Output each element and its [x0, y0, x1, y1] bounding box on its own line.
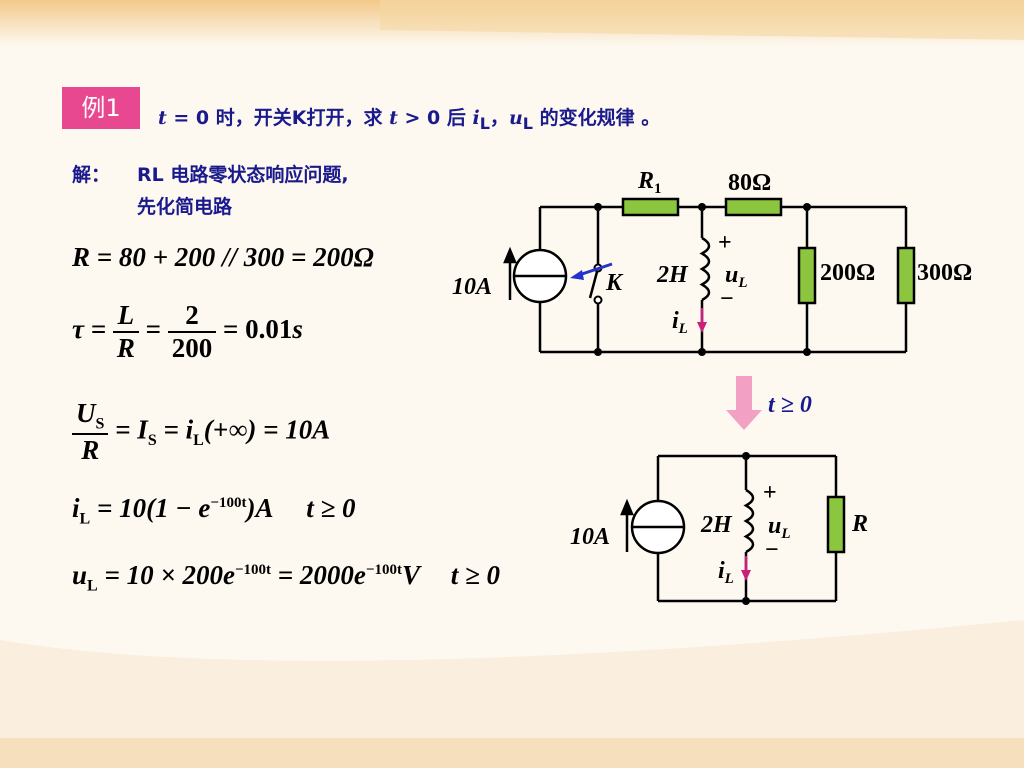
title-i-sub: L	[479, 113, 490, 133]
eq3-den: R	[81, 435, 100, 466]
c2-minus: −	[765, 537, 779, 563]
eq2-f1-den: R	[116, 333, 135, 363]
title-p2: > 0 后	[397, 107, 473, 129]
title-p3: ，	[489, 107, 509, 129]
c1-il-arrowhead	[697, 322, 707, 333]
c1-resistor-r1	[621, 197, 680, 217]
c2-ul-label: uL	[768, 513, 791, 542]
c1-ul-label: uL	[725, 262, 748, 291]
eq4-lhs: i	[72, 493, 80, 523]
title-u-sub: L	[522, 113, 533, 133]
c1-node	[803, 203, 811, 211]
eq5-tail: V	[401, 560, 420, 590]
eq5-mid: = 2000e	[277, 560, 366, 590]
solution-line2: 先化简电路	[137, 196, 233, 218]
c1-r80-label: 80Ω	[728, 170, 771, 196]
problem-statement: t = 0 时，开关K打开，求 t > 0 后 iL，uL 的变化规律 。	[158, 103, 660, 133]
c1-node	[594, 348, 602, 356]
solution-label: 解：	[72, 164, 111, 186]
title-t1: t	[158, 107, 167, 129]
title-u: u	[508, 107, 523, 129]
equation-il: iL = 10(1 − e−100t)A t ≥ 0	[72, 493, 356, 528]
eq2-unit: s	[292, 314, 303, 345]
eq3-mid-sub: S	[147, 431, 157, 449]
transition-arrow	[726, 376, 762, 430]
eq4-tail: )A	[246, 493, 274, 523]
c1-inductor	[699, 236, 711, 302]
eq2-f1-num: L	[112, 300, 139, 333]
c1-r200-label: 200Ω	[820, 260, 875, 286]
eq3-mid: = I	[115, 414, 148, 445]
title-i: i	[472, 107, 480, 129]
eq3-rhs: (+∞) = 10A	[203, 414, 331, 445]
title-p1: = 0 时，开关K打开，求	[166, 107, 390, 129]
c2-il-arrowhead	[741, 570, 751, 581]
eq2-f2-den: 200	[171, 333, 213, 363]
c1-r1-label: R1	[637, 168, 662, 197]
c1-node	[594, 203, 602, 211]
title-p4: 的变化规律 。	[532, 107, 661, 129]
eq4-cond: t ≥ 0	[306, 493, 356, 523]
eq2-f2-num: 2	[167, 300, 217, 333]
eq1-text: R = 80 + 200 // 300 = 200Ω	[72, 242, 374, 272]
eq5-cond: t ≥ 0	[450, 560, 501, 590]
eq5-exp2: −100t	[365, 562, 402, 578]
c1-resistor-200	[797, 246, 817, 305]
c1-il-label: iL	[672, 308, 688, 337]
c2-node	[742, 452, 750, 460]
eq4-lhs-sub: L	[79, 510, 91, 528]
eq5-lhs: u	[72, 560, 88, 590]
example-tag: 例1	[62, 87, 140, 129]
title-t2: t	[389, 107, 398, 129]
eq2-lhs: τ =	[72, 314, 107, 345]
c1-resistor-300	[896, 246, 916, 305]
c2-source-arrowhead	[620, 498, 634, 516]
c1-source-arrowhead	[503, 246, 517, 264]
eq2-eq: =	[145, 314, 162, 345]
eq5-exp: −100t	[234, 562, 272, 578]
c2-node	[742, 597, 750, 605]
c1-plus: +	[718, 230, 732, 256]
c1-source-label: 10A	[452, 274, 492, 300]
c2-il-label: iL	[718, 558, 734, 587]
c1-switch-contact	[593, 295, 603, 305]
c1-switch-label: K	[605, 270, 624, 296]
c1-nodes	[593, 203, 811, 356]
eq2-rhs: = 0.01	[223, 314, 293, 345]
c1-node	[803, 348, 811, 356]
c1-inductor-label: 2H	[656, 262, 689, 288]
eq3-mid2: = i	[163, 414, 194, 445]
equation-ul: uL = 10 × 200e−100t = 2000e−100tV t ≥ 0	[72, 560, 500, 595]
eq5-lhs-sub: L	[87, 577, 98, 595]
c2-source-label: 10A	[570, 524, 610, 550]
c2-inductor-label: 2H	[700, 512, 733, 538]
equation-resistance: R = 80 + 200 // 300 = 200Ω	[72, 242, 374, 273]
c1-switch-arrowhead	[570, 270, 584, 280]
c1-node	[698, 203, 706, 211]
eq3-mid2-sub: L	[193, 431, 204, 449]
c1-minus: −	[720, 286, 734, 312]
solution-line1: RL 电路零状态响应问题,	[137, 164, 349, 186]
c1-resistor-80	[724, 197, 783, 217]
c2-r-label: R	[851, 511, 868, 537]
eq4-body: = 10(1 − e	[96, 493, 211, 523]
eq5-body: = 10 × 200e	[104, 560, 235, 590]
c2-plus: +	[763, 480, 777, 506]
c1-r300-label: 300Ω	[917, 260, 972, 286]
transition-label: t ≥ 0	[768, 392, 812, 418]
eq3-num-sub: S	[95, 415, 105, 433]
c1-switch-blade	[588, 267, 600, 299]
eq3-num: U	[76, 398, 96, 428]
eq4-exp: −100t	[210, 495, 247, 511]
c2-resistor-r	[826, 495, 846, 554]
c1-node	[698, 348, 706, 356]
c2-inductor	[743, 488, 755, 554]
